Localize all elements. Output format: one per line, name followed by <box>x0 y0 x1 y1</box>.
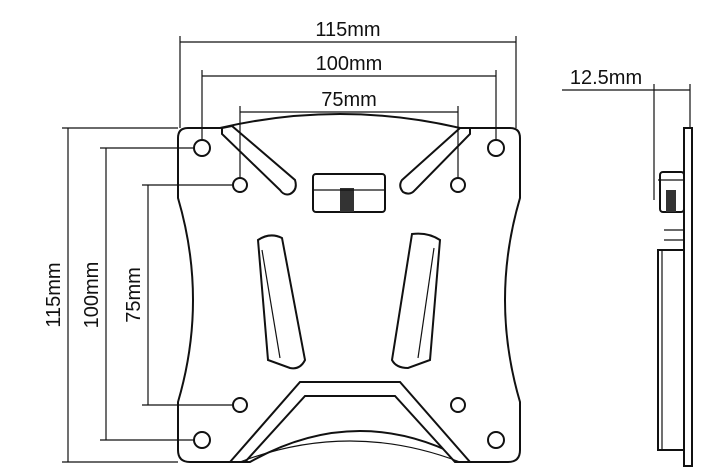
bottom-arch <box>227 381 473 463</box>
hole-100-bottom-right <box>487 431 505 449</box>
hole-75-top-right <box>450 177 466 193</box>
mounting-plate-outline <box>177 113 521 463</box>
vertical-dimensions: 115mm 100mm 75mm <box>43 127 232 463</box>
side-plate <box>683 127 693 467</box>
horizontal-dimensions: 115mm 100mm 75mm <box>179 19 517 178</box>
hole-100-top-left <box>193 139 211 157</box>
height-outer-label: 115mm <box>43 262 65 327</box>
height-mid-label: 100mm <box>81 262 103 329</box>
hole-75-bottom-right <box>450 397 466 413</box>
hole-75-top-left <box>232 177 248 193</box>
right-vertical-slot <box>390 232 442 370</box>
height-inner-label: 75mm <box>123 267 145 323</box>
side-view: 12.5mm <box>562 67 693 467</box>
hole-100-bottom-left <box>193 431 211 449</box>
hole-75-bottom-left <box>232 397 248 413</box>
width-inner-label: 75mm <box>321 89 377 111</box>
width-outer-label: 115mm <box>315 19 380 41</box>
hole-100-top-right <box>487 139 505 157</box>
front-view <box>177 113 521 463</box>
width-mid-label: 100mm <box>316 53 383 75</box>
left-vertical-slot <box>256 234 307 370</box>
depth-label: 12.5mm <box>570 67 642 89</box>
lock-slot <box>340 188 354 212</box>
top-right-slot <box>399 127 471 195</box>
